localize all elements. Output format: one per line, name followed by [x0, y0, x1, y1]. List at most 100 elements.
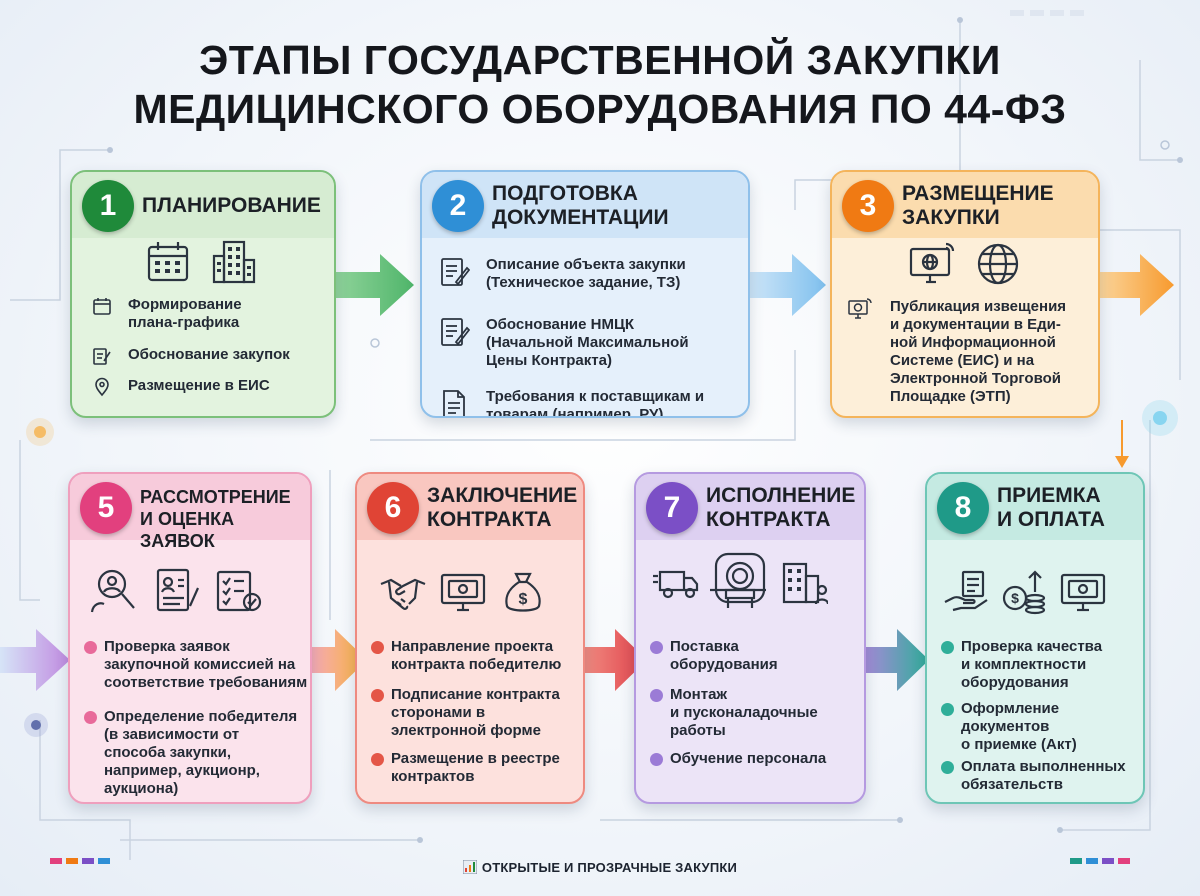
list-item: Направление проекта контракта победителю [371, 638, 583, 678]
document-icon [443, 390, 465, 416]
stage-card-5: 5 РАССМОТРЕНИЕ И ОЦЕНКА ЗАЯВОК Проверка … [68, 472, 312, 804]
item-text: Публикация извещения и документации в Ед… [890, 298, 1067, 405]
hand-document-icon [944, 570, 988, 612]
list-item: Оформление документов о приемке (Акт) [941, 700, 1143, 758]
list-item: Описание объекта закупки (Техническое за… [440, 256, 740, 296]
stage-card-1: 1 ПЛАНИРОВАНИЕ Формирование плана-график… [70, 170, 336, 418]
item-text: Проверка качества и комплектности оборуд… [961, 638, 1103, 691]
svg-text:$: $ [519, 591, 528, 608]
list-item: Размещение в реестре контрактов [371, 750, 583, 790]
list-item: Поставка оборудования [650, 638, 864, 678]
building-icon [212, 240, 256, 284]
money-monitor-icon [1060, 573, 1106, 612]
arrow-1-to-2 [336, 254, 414, 316]
list-item: Проверка заявок закупочной комиссией на … [84, 638, 310, 698]
item-text: Оформление документов о приемке (Акт) [961, 700, 1077, 753]
list-item: Подписание контракта сторонами в электро… [371, 686, 583, 744]
list-item: Публикация извещения и документации в Ед… [848, 298, 1098, 408]
item-text: Подписание контракта сторонами в электро… [391, 686, 560, 739]
calendar-icon [93, 298, 111, 315]
stage-number-badge: 1 [82, 180, 134, 232]
list-item: Размещение в ЕИС [92, 377, 332, 397]
item-text: Направление проекта контракта победителю [391, 638, 562, 673]
list-item: Оплата выполненных обязательств [941, 758, 1143, 798]
item-text: Поставка оборудования [670, 638, 778, 673]
item-text: Формирование плана-графика [128, 296, 242, 331]
list-item: Требования к поставщикам и товарам (напр… [440, 388, 740, 418]
stage-title: ИСПОЛНЕНИЕ КОНТРАКТА [706, 484, 856, 531]
svg-text:$: $ [1011, 590, 1019, 606]
arrow-7-to-8 [865, 629, 929, 691]
item-text: Обучение персонала [670, 750, 827, 767]
item-text: Проверка заявок закупочной комиссией на … [104, 638, 308, 691]
stage-number-badge: 7 [646, 482, 698, 534]
list-item: Проверка качества и комплектности оборуд… [941, 638, 1143, 696]
list-item: Монтаж и пусконаладочные работы [650, 686, 864, 744]
handshake-icon [380, 578, 426, 610]
item-text: Оплата выполненных обязательств [961, 758, 1126, 793]
title-line-1: ЭТАПЫ ГОСУДАРСТВЕННОЙ ЗАКУПКИ [199, 37, 1001, 83]
list-item: Определение победителя (в зависимости от… [84, 708, 310, 800]
coins-growth-icon: $ [1002, 570, 1046, 615]
bullet-check [941, 641, 954, 654]
item-text: Требования к поставщикам и товарам (напр… [486, 388, 705, 418]
stage-title: РАССМОТРЕНИЕ И ОЦЕНКА ЗАЯВОК [140, 487, 291, 551]
stage-title: ПОДГОТОВКА ДОКУМЕНТАЦИИ [492, 182, 669, 229]
arrow-6-to-7 [585, 629, 647, 691]
user-search-icon [90, 569, 135, 613]
profile-document-icon [156, 568, 200, 612]
footer: ОТКРЫТЫЕ И ПРОЗРАЧНЫЕ ЗАКУПКИ [0, 860, 1200, 875]
stage-title: ПРИЕМКА И ОПЛАТА [997, 484, 1105, 531]
stage-number-badge: 5 [80, 482, 132, 534]
list-item: Обоснование закупок [92, 346, 332, 366]
chart-logo-icon [462, 860, 477, 874]
stage-title: РАЗМЕЩЕНИЕ ЗАКУПКИ [902, 182, 1054, 229]
bullet-check [650, 689, 663, 702]
stage-header: 2 ПОДГОТОВКА ДОКУМЕНТАЦИИ [422, 172, 748, 238]
money-bag-icon: $ [505, 572, 541, 612]
item-text: Размещение в реестре контрактов [391, 750, 560, 785]
list-item: Обоснование НМЦК (Начальной Максимальной… [440, 316, 740, 372]
arrow-in-5 [0, 629, 70, 691]
stage-header: 1 ПЛАНИРОВАНИЕ [72, 172, 334, 238]
arrow-3-out [1100, 254, 1174, 316]
money-monitor-icon [440, 573, 486, 612]
stage-title: ЗАКЛЮЧЕНИЕ КОНТРАКТА [427, 484, 578, 531]
item-text: Определение победителя (в зависимости от… [104, 708, 298, 797]
stage-header: 8 ПРИЕМКА И ОПЛАТА [927, 474, 1143, 540]
stage-card-6: 6 ЗАКЛЮЧЕНИЕ КОНТРАКТА $ Направление про… [355, 472, 585, 804]
stage-header: 6 ЗАКЛЮЧЕНИЕ КОНТРАКТА [357, 474, 583, 540]
bullet-check [650, 641, 663, 654]
footer-text: ОТКРЫТЫЕ И ПРОЗРАЧНЫЕ ЗАКУПКИ [481, 860, 738, 875]
bullet-check [941, 761, 954, 774]
monitor-globe-icon [909, 242, 955, 284]
document-edit-icon [441, 258, 470, 286]
item-text: Описание объекта закупки (Техническое за… [486, 256, 686, 291]
stage-header: 5 РАССМОТРЕНИЕ И ОЦЕНКА ЗАЯВОК [70, 474, 310, 551]
hospital-building-icon [782, 562, 828, 605]
title-line-2: МЕДИЦИНСКОГО ОБОРУДОВАНИЯ ПО 44-ФЗ [133, 86, 1067, 132]
page-title: ЭТАПЫ ГОСУДАРСТВЕННОЙ ЗАКУПКИ МЕДИЦИНСКО… [0, 36, 1200, 134]
stage-header: 3 РАЗМЕЩЕНИЕ ЗАКУПКИ [832, 172, 1098, 238]
item-text: Размещение в ЕИС [128, 377, 270, 394]
item-text: Монтаж и пусконаладочные работы [670, 686, 818, 739]
item-text: Обоснование НМЦК (Начальной Максимальной… [486, 316, 689, 369]
item-text: Обоснование закупок [128, 346, 290, 363]
globe-icon [977, 243, 1019, 285]
arrow-down-to-row-2 [1115, 420, 1129, 468]
list-item: Обучение персонала [650, 750, 864, 770]
mri-scanner-icon [710, 552, 766, 608]
delivery-truck-icon [653, 570, 699, 599]
location-pin-icon [95, 377, 109, 397]
stage-card-7: 7 ИСПОЛНЕНИЕ КОНТРАКТА Поставка оборудов… [634, 472, 866, 804]
stage-number-badge: 3 [842, 180, 894, 232]
monitor-globe-icon [848, 298, 872, 319]
bullet-check [371, 641, 384, 654]
document-pen-icon [93, 348, 111, 365]
document-edit-icon [441, 318, 470, 346]
stage-title: ПЛАНИРОВАНИЕ [142, 194, 321, 217]
bullet-check [371, 689, 384, 702]
bullet-check [650, 753, 663, 766]
stage-card-2: 2 ПОДГОТОВКА ДОКУМЕНТАЦИИ Описание объек… [420, 170, 750, 418]
